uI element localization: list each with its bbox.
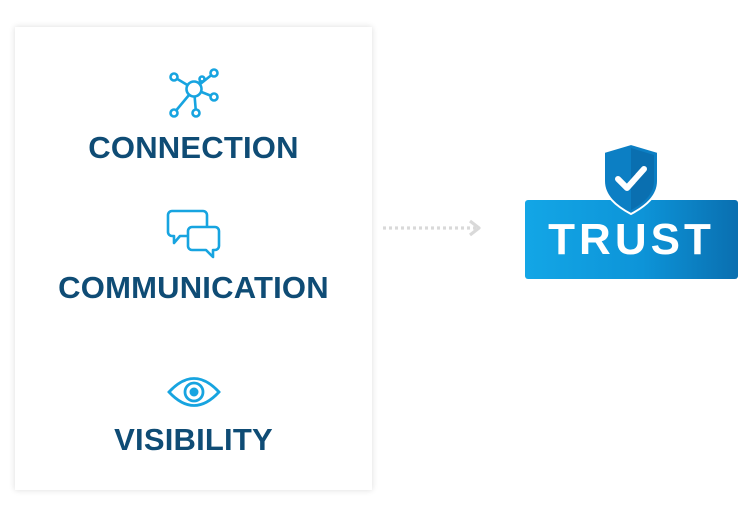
connection-label: CONNECTION [88,130,299,165]
visibility-label: VISIBILITY [114,422,273,457]
eye-icon [166,377,221,407]
dotted-arrow-icon [383,219,481,237]
connection-item: CONNECTION [15,67,372,165]
trust-label: TRUST [548,215,715,264]
trust-badge: TRUST [523,140,739,282]
communication-item: COMMUNICATION [15,208,372,305]
visibility-item: VISIBILITY [15,373,372,457]
network-icon [168,68,219,118]
chat-bubbles-icon [166,209,220,259]
shield-check-icon [603,143,659,215]
communication-label: COMMUNICATION [58,270,329,305]
pillars-card: CONNECTION COMMUNICATION VISIBILITY [15,27,372,490]
